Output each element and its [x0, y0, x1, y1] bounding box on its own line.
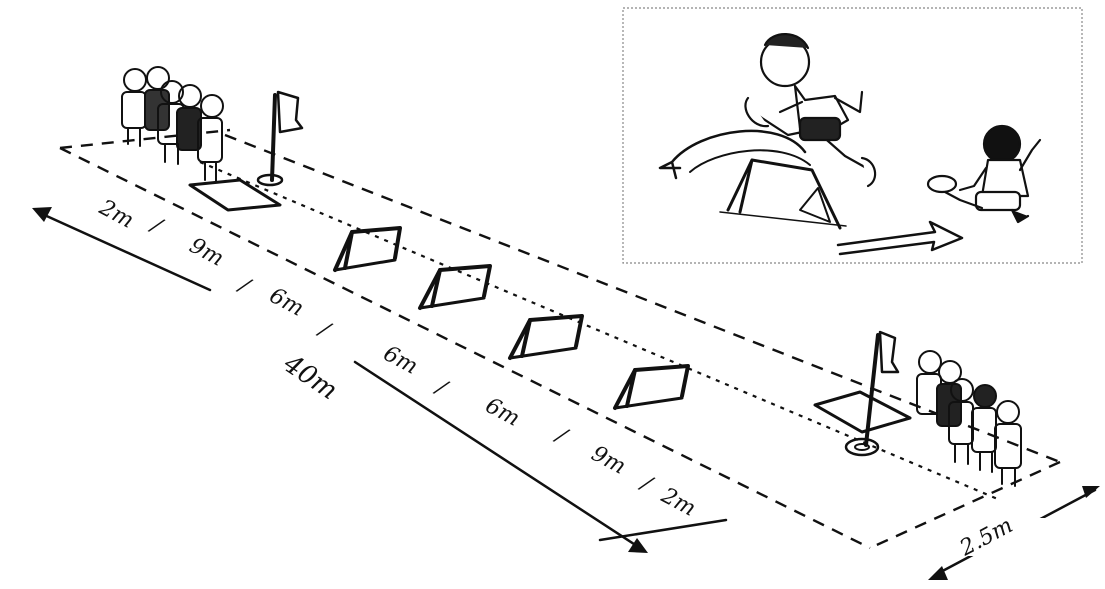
children-group-right	[917, 351, 1021, 486]
lane-line-start-left	[60, 130, 230, 148]
segment-label: 6m	[379, 341, 422, 379]
start-flag	[258, 92, 302, 185]
segment-label: 2m	[656, 483, 699, 522]
segment-label: 6m	[265, 283, 308, 321]
total-length-label: 40m	[277, 348, 342, 406]
segment-label: 9m	[587, 441, 630, 479]
segment-label: 9m	[185, 233, 228, 271]
segment-separator: /	[635, 470, 657, 498]
hurdle	[615, 366, 688, 408]
arrowhead-down-icon	[928, 566, 948, 580]
segment-label: 2m	[94, 195, 137, 234]
segment-separator: /	[233, 272, 255, 300]
hurdle	[510, 316, 582, 358]
width-dimension: 2.5m	[928, 486, 1100, 580]
segment-separator: /	[550, 422, 572, 450]
segment-label: 6m	[481, 393, 524, 431]
arrowhead-right-icon	[628, 538, 648, 553]
hurdle	[420, 266, 490, 308]
segment-separator: /	[313, 316, 335, 344]
segment-separator: /	[430, 374, 452, 402]
hurdle	[335, 228, 400, 270]
children-group-left	[122, 67, 223, 182]
arrowhead-left-icon	[32, 207, 52, 222]
inset-illustration	[623, 8, 1082, 263]
segment-separator: /	[145, 212, 167, 240]
